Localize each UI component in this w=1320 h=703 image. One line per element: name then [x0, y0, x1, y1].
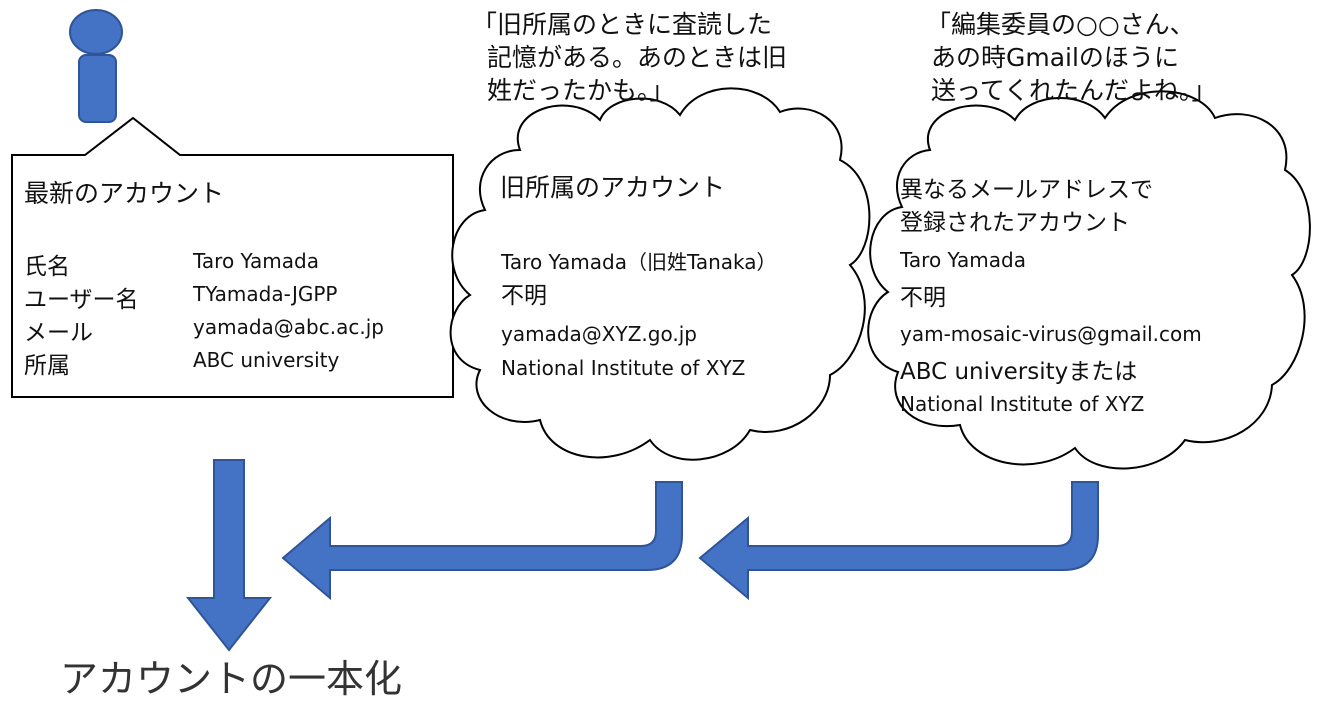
- other-email-title-line-1: 異なるメールアドレスで: [900, 177, 1153, 203]
- old-affiliation-username: 不明: [501, 283, 547, 309]
- row-label-email: メール: [24, 320, 93, 346]
- row-label-username: ユーザー名: [24, 287, 139, 313]
- other-email-name: Taro Yamada: [900, 248, 1026, 272]
- old-affiliation-affiliation: National Institute of XYZ: [501, 356, 746, 380]
- merge-result-label: アカウントの一本化: [60, 657, 403, 701]
- other-email-title-line-2: 登録されたアカウント: [900, 210, 1130, 236]
- other-email-quote-line-1: 「編集委員の○○さん、: [926, 10, 1195, 39]
- row-value-affiliation: ABC university: [193, 348, 340, 372]
- old-affiliation-arrow: [281, 481, 683, 601]
- other-email-quote-line-2: あの時Gmailのほうに: [931, 43, 1179, 72]
- old-affiliation-quote-line-3: 姓だったかも。」: [487, 76, 675, 105]
- old-affiliation-quote-line-1: 「旧所属のときに査読した: [472, 10, 773, 39]
- current-account-title: 最新のアカウント: [24, 179, 225, 208]
- other-email-affiliation-2: National Institute of XYZ: [900, 392, 1145, 416]
- row-value-email: yamada@abc.ac.jp: [193, 315, 384, 339]
- old-affiliation-quote-line-2: 記憶がある。あのときは旧: [487, 43, 788, 72]
- other-email-quote-line-3: 送ってくれたんだよね。」: [931, 76, 1217, 105]
- row-value-name: Taro Yamada: [193, 249, 319, 273]
- old-affiliation-name: Taro Yamada（旧姓Tanaka）: [501, 250, 777, 274]
- row-label-affiliation: 所属: [24, 353, 70, 379]
- other-email-arrow: [698, 481, 1099, 601]
- other-email-cloud: [867, 90, 1311, 470]
- row-value-username: TYamada-JGPP: [193, 282, 338, 306]
- other-email-affiliation-1: ABC universityまたは: [900, 359, 1138, 385]
- merge-down-arrow: [185, 459, 273, 652]
- other-email-email: yam-mosaic-virus@gmail.com: [900, 322, 1202, 346]
- row-label-name: 氏名: [24, 254, 70, 280]
- old-affiliation-email: yamada@XYZ.go.jp: [501, 322, 697, 346]
- old-affiliation-cloud: [449, 87, 871, 461]
- old-affiliation-title: 旧所属のアカウント: [500, 173, 726, 202]
- other-email-username: 不明: [900, 285, 946, 311]
- current-account-callout: [11, 116, 454, 398]
- person-icon: [69, 9, 123, 123]
